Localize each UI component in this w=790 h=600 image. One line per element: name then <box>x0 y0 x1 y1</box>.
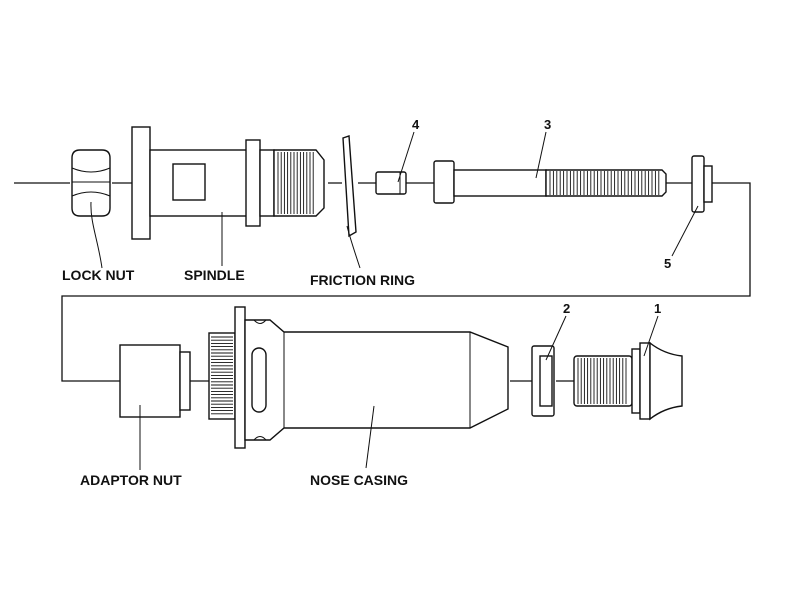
leader-4 <box>397 131 415 183</box>
adaptor-nut-part <box>119 344 191 418</box>
part-1-nose-tip <box>573 341 683 421</box>
callout-5: 5 <box>664 256 671 271</box>
part-3-bolt <box>433 160 667 204</box>
label-adaptor-nut: ADAPTOR NUT <box>80 472 182 488</box>
callout-4: 4 <box>412 117 420 132</box>
label-spindle: SPINDLE <box>184 267 245 283</box>
label-friction-ring: FRICTION RING <box>310 272 415 288</box>
leader-5 <box>671 205 699 257</box>
leader-2 <box>545 315 567 361</box>
leader-lock-nut <box>90 201 103 269</box>
label-nose-casing: NOSE CASING <box>310 472 408 488</box>
part-5-washer <box>691 155 713 213</box>
callout-3: 3 <box>544 117 551 132</box>
leader-friction-ring <box>346 225 361 269</box>
part-4-bushing <box>375 171 407 195</box>
friction-ring-part <box>342 135 357 238</box>
spindle-part <box>131 126 325 240</box>
callout-1: 1 <box>654 301 661 316</box>
callout-2: 2 <box>563 301 570 316</box>
leader-1 <box>643 315 659 357</box>
leader-3 <box>535 131 547 179</box>
leader-nose-casing <box>365 405 375 469</box>
lock-nut-part <box>71 149 111 217</box>
label-lock-nut: LOCK NUT <box>62 267 135 283</box>
part-2-ring <box>531 345 555 417</box>
nose-casing-part <box>208 306 509 449</box>
